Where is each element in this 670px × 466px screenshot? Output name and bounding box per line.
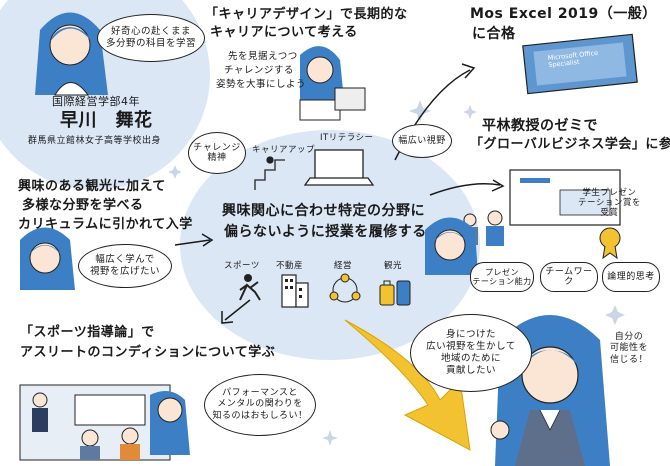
- profile-school: 群馬県立館林女子高等学校出身: [28, 136, 162, 146]
- interest-thought-text: 幅広く学んで 視野を広げたい: [89, 254, 160, 277]
- sports-line1: 「スポーツ指導論」で: [20, 325, 155, 340]
- future-thought-bubble: 身につけた 広い視野を生かして 地域のために 貢献したい: [410, 314, 532, 392]
- seminar-scene: [462, 169, 621, 260]
- career-steps-icon: [254, 156, 285, 190]
- skill-teamwork: チームワーク: [540, 262, 598, 292]
- mos-line1: Mos Excel 2019（一般）: [470, 6, 657, 22]
- sports-lecture-scene: [19, 384, 190, 461]
- career-note-line1: 先を見据えつつ: [228, 51, 298, 62]
- career-heading-line2: キャリアについて考える: [210, 25, 358, 40]
- yellow-arrow: [344, 319, 471, 451]
- mos-line2: に合格: [472, 26, 516, 42]
- flow-arrows: [174, 63, 505, 324]
- interest-line1: 興味のある観光に加えて: [18, 179, 166, 194]
- skill-wide-view: 幅広い視野: [392, 124, 452, 158]
- profile-thought-text: 好奇心の赴くまま 多分野の科目を学習: [105, 26, 196, 49]
- skill-challenge: チャレンジ 精神: [188, 132, 246, 174]
- profile-department: 国際経営学部4年: [52, 95, 140, 108]
- real-estate-icon: [281, 274, 309, 308]
- sports-thought-text: パフォーマンスと メンタルの関わりを 知るのはおもしろい！: [212, 388, 308, 421]
- skill-presentation: プレゼン テーション能力: [470, 262, 534, 292]
- field-label-real-estate: 不動産: [276, 261, 304, 271]
- mos-certificate: [522, 33, 638, 95]
- skill-career-up: キャリアアップ: [252, 145, 316, 155]
- interest-line3: カリキュラムに引かれて入学: [18, 217, 193, 232]
- career-note-line2: チャレンジする: [224, 65, 294, 76]
- profile-thought-bubble: 好奇心の赴くまま 多分野の科目を学習: [97, 14, 205, 62]
- interest-girl: [20, 227, 75, 290]
- seminar-line2: 「グローバルビジネス学会」に参加: [470, 137, 670, 152]
- management-icon: [329, 273, 361, 303]
- tourism-icon: [379, 280, 411, 306]
- sports-thought-bubble: パフォーマンスと メンタルの関わりを 知るのはおもしろい！: [204, 374, 316, 436]
- sports-icon: [239, 274, 261, 301]
- award-text: 学生プレゼン テーション賞を 受賞: [578, 188, 641, 219]
- interest-thought-bubble: 幅広く学んで 視野を広げたい: [78, 244, 172, 288]
- future-girl: [490, 315, 610, 466]
- center-line1: 興味関心に合わせ特定の分野に: [222, 203, 425, 219]
- profile-girl: [35, 12, 108, 96]
- skill-logic: 論理的思考: [602, 262, 660, 292]
- seminar-line1: 平林教授のゼミで: [482, 118, 598, 134]
- field-label-tourism: 観光: [384, 261, 403, 271]
- future-thought-text: 身につけた 広い視野を生かして 地域のために 貢献したい: [426, 329, 516, 376]
- career-heading-line1: 「キャリアデザイン」で長期的な: [205, 7, 408, 22]
- field-label-sports: スポーツ: [224, 261, 260, 271]
- laptop-icon: [303, 149, 375, 186]
- sports-line2: アスリートのコンディションについて学ぶ: [20, 345, 276, 360]
- center-girl: [425, 217, 478, 275]
- career-girl: [299, 46, 366, 121]
- future-side-text: 自分の 可能性を 信じる！: [610, 332, 649, 365]
- interest-line2: 多様な分野を学べる: [22, 198, 144, 213]
- center-line2: 偏らないように授業を履修する: [224, 224, 427, 240]
- profile-name: 早川 舞花: [60, 110, 153, 131]
- career-note-line3: 姿勢を大事にしよう: [216, 79, 307, 90]
- field-label-management: 経営: [334, 261, 353, 271]
- skill-it-literacy: ITリテラシー: [320, 133, 374, 143]
